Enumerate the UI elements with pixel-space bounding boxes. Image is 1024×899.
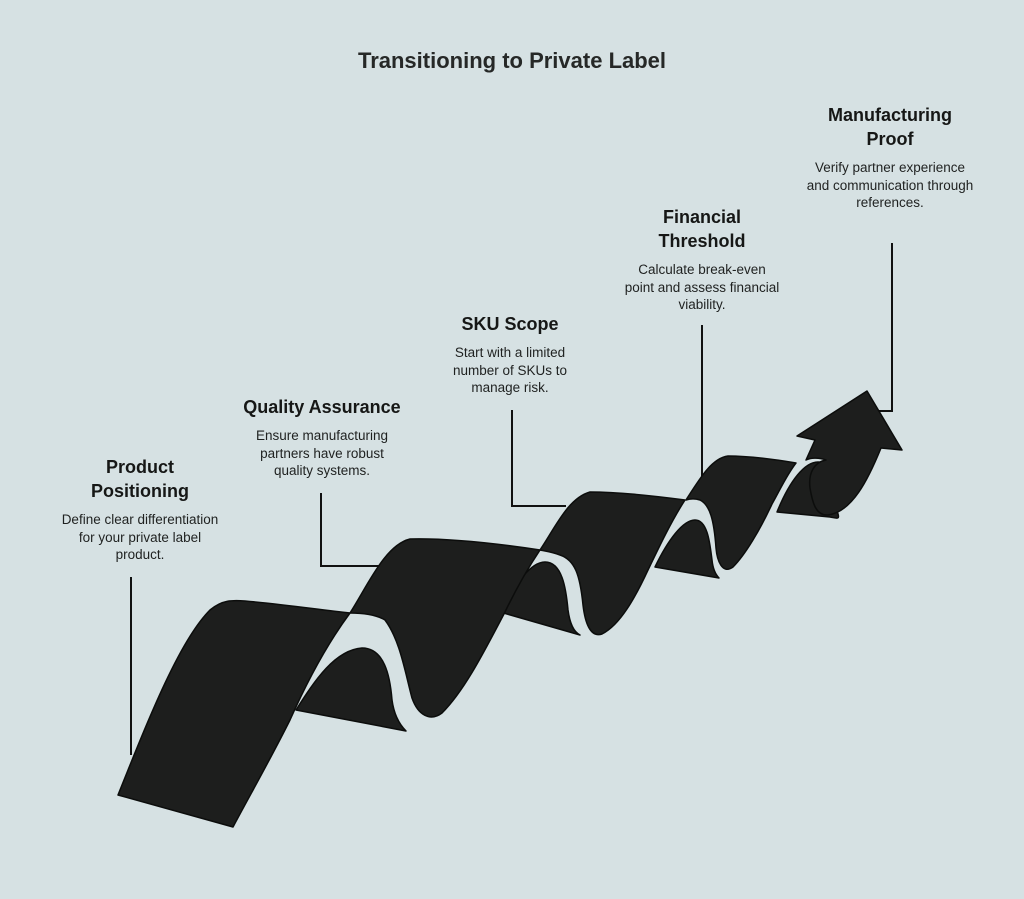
step-quality-assurance: Quality Assurance Ensure manufacturing p… bbox=[222, 395, 422, 480]
step-sku-scope: SKU Scope Start with a limited number of… bbox=[420, 312, 600, 397]
step-description: Define clear differentiation for your pr… bbox=[61, 512, 219, 562]
ribbon-segment-1 bbox=[117, 599, 351, 828]
connector-quality-assurance bbox=[320, 493, 382, 567]
ribbon-arrow-head bbox=[796, 390, 903, 516]
step-description: Ensure manufacturing partners have robus… bbox=[255, 428, 389, 478]
connector-sku-scope bbox=[511, 410, 566, 507]
ribbon-segment-4-foot bbox=[654, 519, 720, 579]
ribbon-segment-2-foot bbox=[295, 647, 407, 732]
step-description: Verify partner experience and communicat… bbox=[806, 160, 974, 210]
ribbon-segment-2 bbox=[349, 538, 541, 718]
step-description: Start with a limited number of SKUs to m… bbox=[452, 345, 568, 395]
connector-manufacturing-proof bbox=[872, 243, 893, 412]
ribbon-segment-3 bbox=[539, 491, 686, 636]
step-title: SKU Scope bbox=[461, 314, 559, 334]
step-title: Quality Assurance bbox=[243, 397, 401, 417]
diagram-title: Transitioning to Private Label bbox=[357, 48, 667, 73]
step-description: Calculate break-even point and assess fi… bbox=[624, 262, 780, 312]
ribbon-segment-4 bbox=[685, 455, 797, 570]
